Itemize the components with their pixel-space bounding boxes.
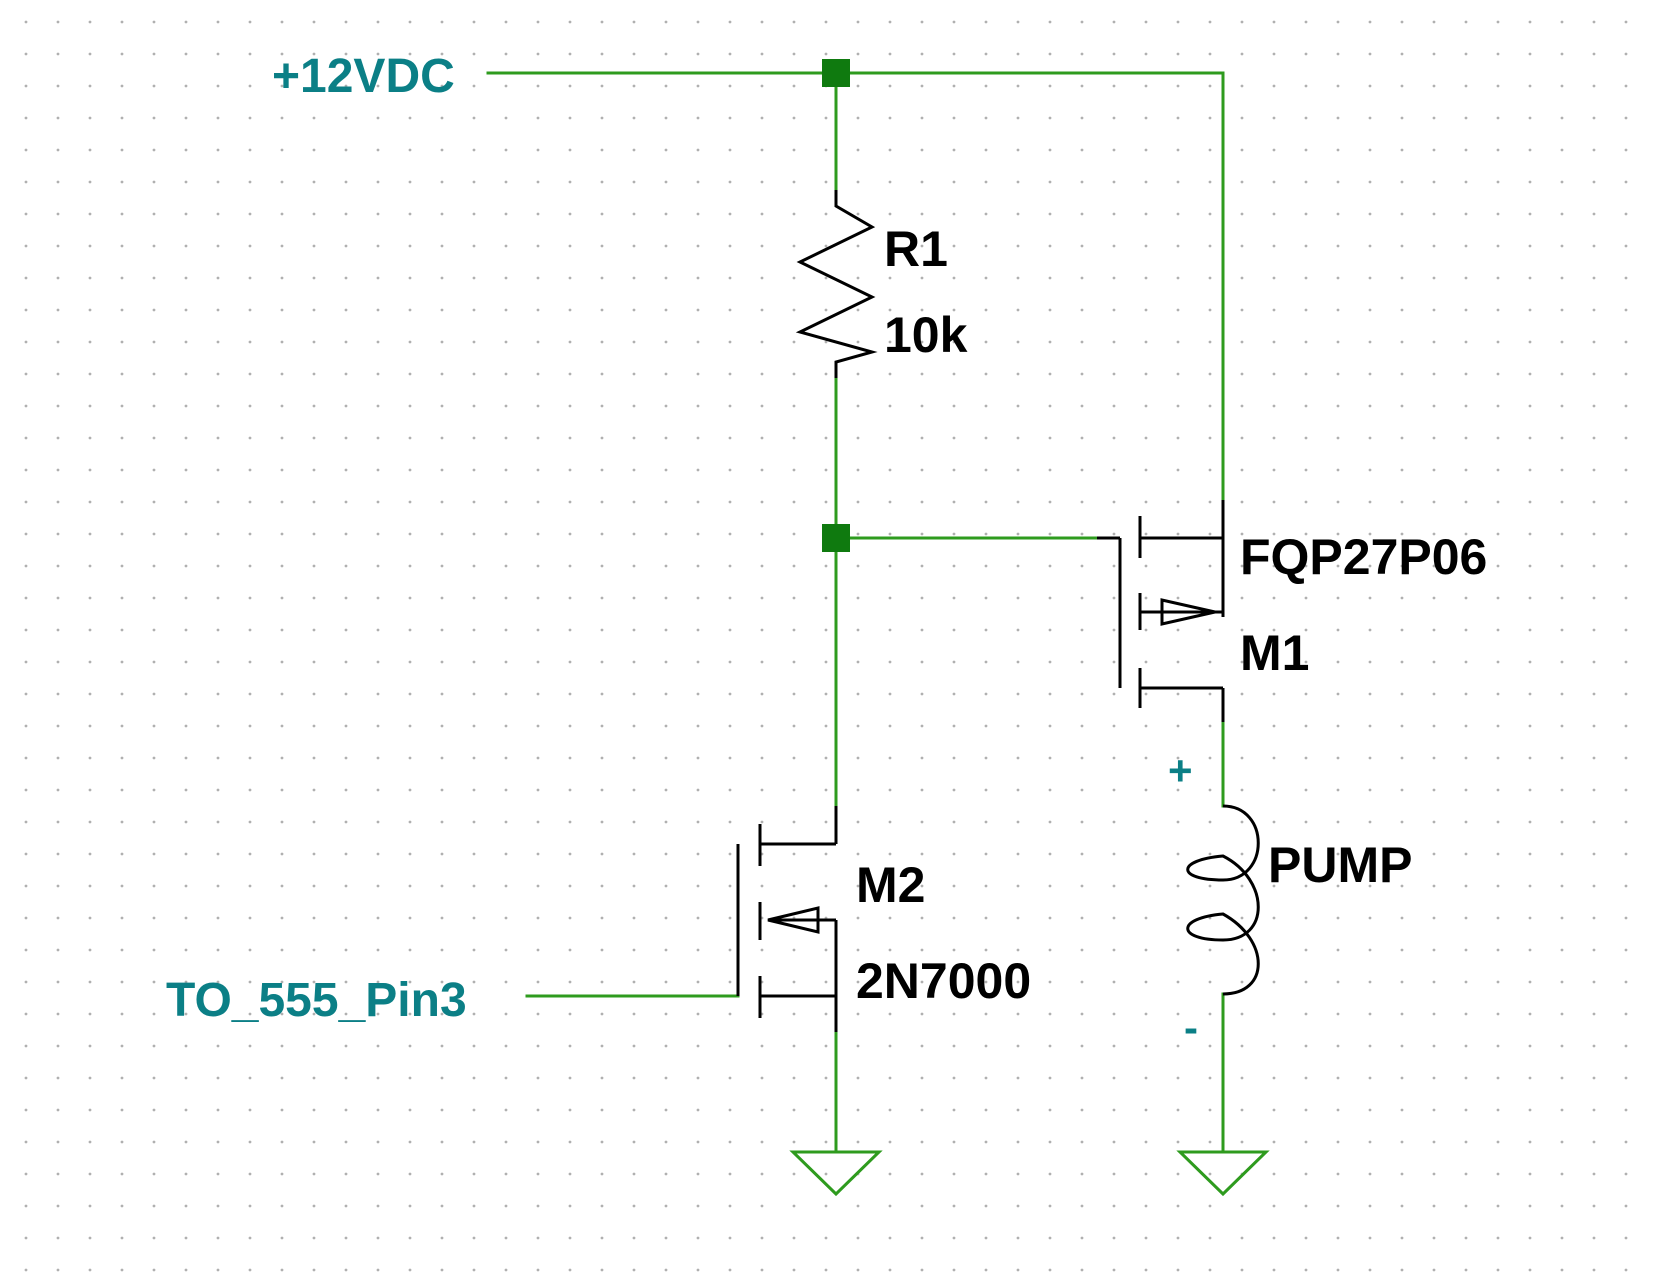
resistor-r1[interactable]: R1 10k bbox=[795, 190, 968, 378]
net-label-input[interactable]: TO_555_Pin3 bbox=[166, 974, 467, 1027]
mosfet-m2[interactable]: M2 2N7000 bbox=[736, 806, 1031, 1032]
junction-dot-supply bbox=[822, 59, 850, 87]
m2-ref-label: M2 bbox=[856, 857, 925, 913]
pump-ref-label: PUMP bbox=[1268, 837, 1412, 893]
m1-body-arrow bbox=[1160, 598, 1216, 626]
pump-inductor[interactable]: PUMP + - bbox=[1168, 747, 1412, 1051]
mosfet-m1[interactable]: FQP27P06 M1 bbox=[1097, 500, 1487, 722]
junction-dot-gate bbox=[822, 524, 850, 552]
resistor-r1-symbol bbox=[795, 190, 878, 378]
m2-value-label: 2N7000 bbox=[856, 953, 1031, 1009]
ground-symbol-m2[interactable] bbox=[789, 1150, 883, 1197]
pump-minus-label: - bbox=[1184, 1004, 1198, 1051]
net-label-supply[interactable]: +12VDC bbox=[272, 50, 455, 103]
m1-ref-label: M1 bbox=[1240, 625, 1309, 681]
pump-coil bbox=[1186, 804, 1260, 996]
r1-value-label: 10k bbox=[884, 307, 968, 363]
pump-plus-label: + bbox=[1168, 747, 1193, 794]
m1-value-label: FQP27P06 bbox=[1240, 529, 1487, 585]
m2-body-arrow bbox=[767, 906, 820, 934]
r1-ref-label: R1 bbox=[884, 221, 948, 277]
ground-symbol-pump[interactable] bbox=[1176, 1150, 1270, 1197]
wires bbox=[486, 71, 1225, 1154]
